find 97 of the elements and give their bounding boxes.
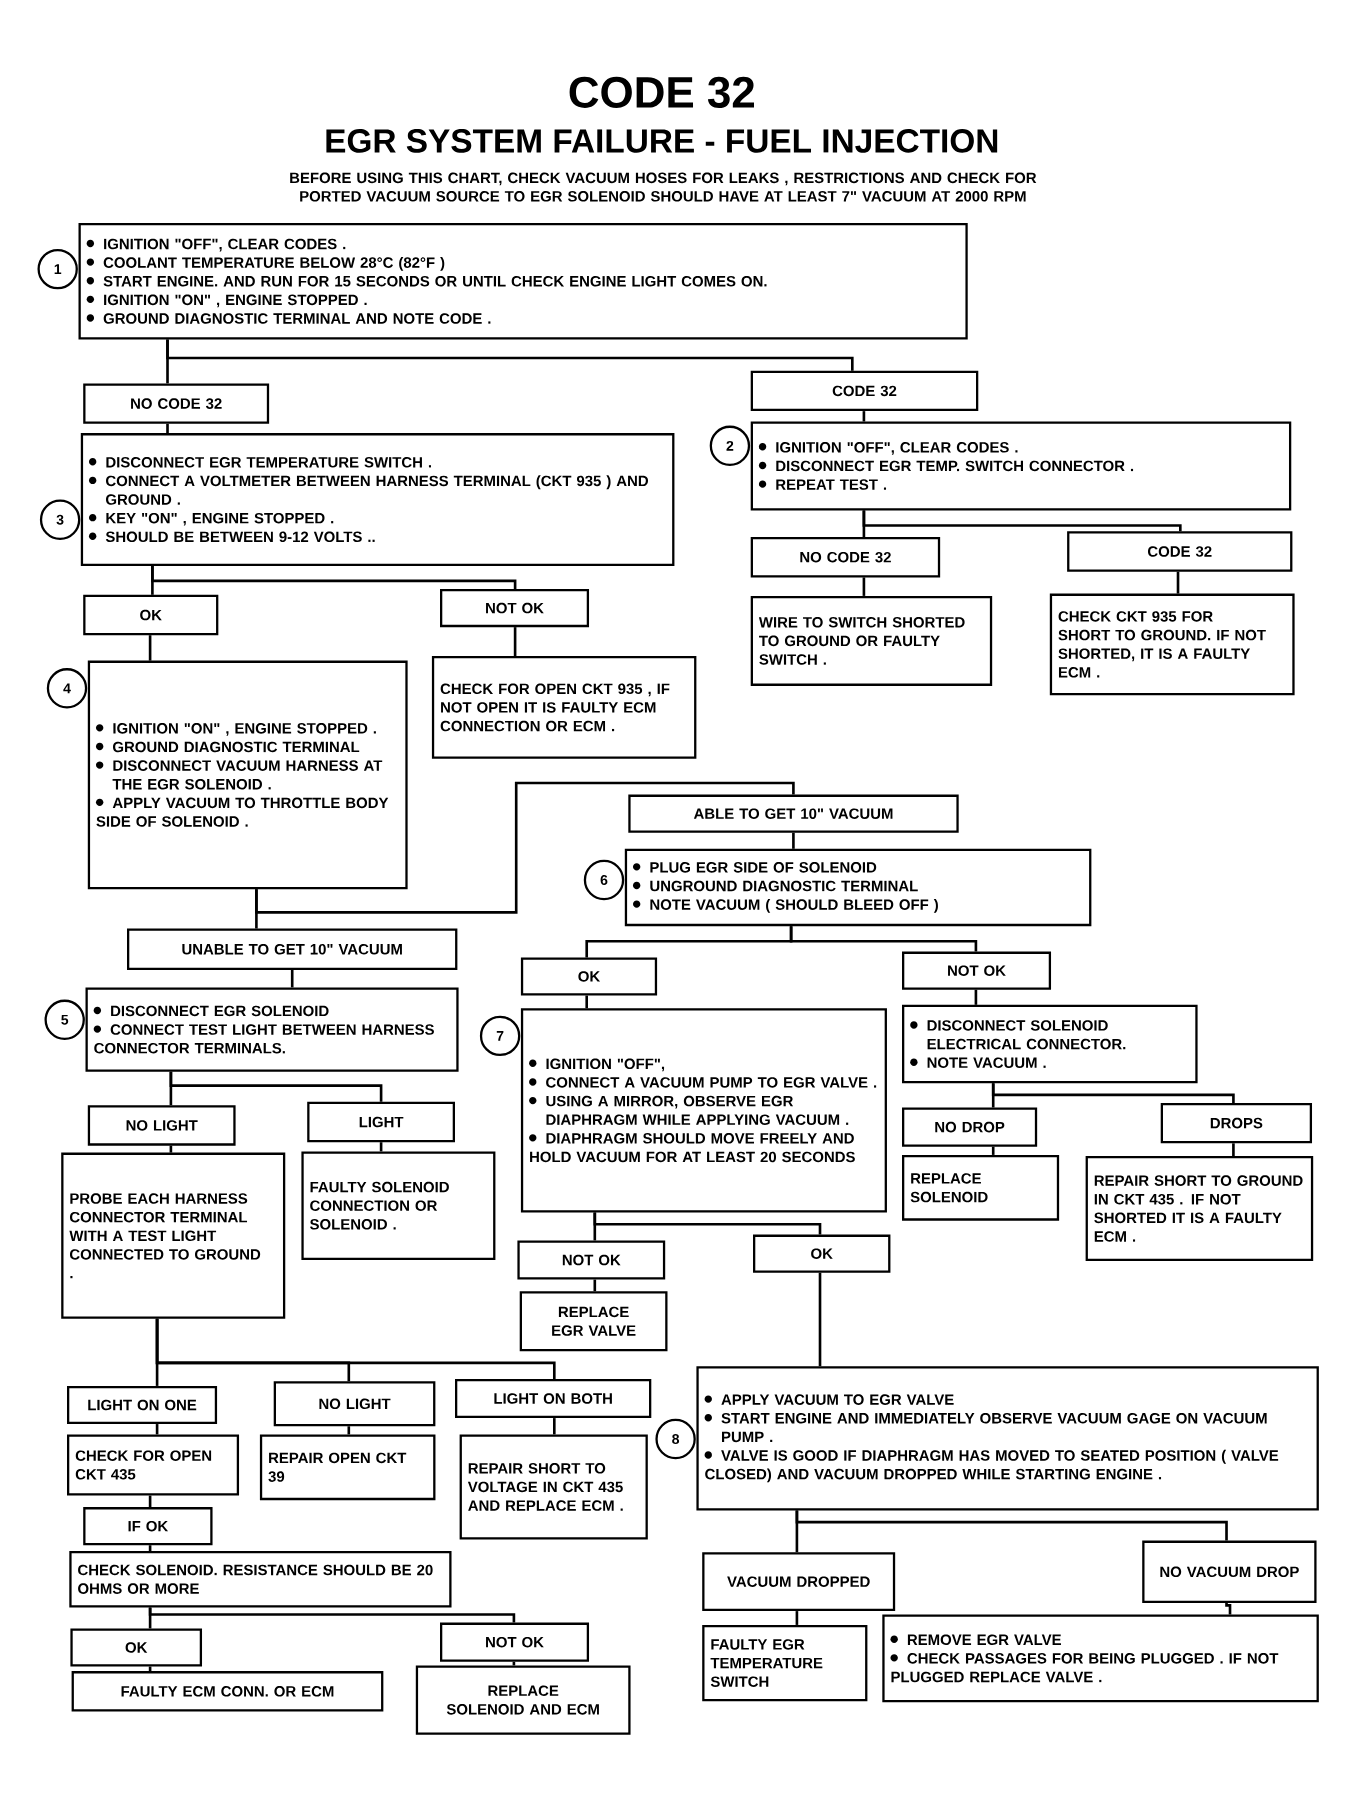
subtitle: EGR SYSTEM FAILURE - FUEL INJECTION xyxy=(326,129,998,153)
connector-line xyxy=(148,1495,152,1508)
connector-line xyxy=(151,565,517,589)
result-box: NO VACUUM DROP xyxy=(1142,1540,1317,1603)
connector-line xyxy=(1232,1143,1235,1156)
action-box: REPLACE SOLENOID xyxy=(902,1154,1060,1221)
result-box: LIGHT ON BOTH xyxy=(455,1378,652,1419)
connector-line xyxy=(512,1661,516,1666)
connector-line xyxy=(155,1318,556,1379)
result-box: LIGHT xyxy=(307,1101,455,1143)
connector-line xyxy=(792,832,795,849)
connector-line xyxy=(169,1071,383,1102)
connector-line xyxy=(148,1666,152,1672)
step-number: 7 xyxy=(479,1015,521,1057)
result-box: NO DROP xyxy=(902,1107,1038,1147)
connector-line xyxy=(255,889,258,929)
result-box: NOT OK xyxy=(517,1240,666,1280)
result-box: VACUUM DROPPED xyxy=(702,1552,896,1612)
action-box: REPAIR SHORT TO VOLTAGE IN CKT 435 AND REPLACE ECM . xyxy=(459,1434,648,1540)
step-number: 4 xyxy=(46,668,88,709)
result-box: FAULTY ECM CONN. OR ECM xyxy=(71,1671,384,1712)
result-box: UNABLE TO GET 10" VACUUM xyxy=(127,928,458,970)
result-box: LIGHT ON ONE xyxy=(67,1385,218,1425)
action-box: REPAIR SHORT TO GROUND IN CKT 435 . IF NOT SHORTED IT IS A FAULTY ECM . xyxy=(1085,1156,1314,1262)
step-number: 5 xyxy=(44,999,85,1041)
connector-line xyxy=(991,1083,1235,1103)
connector-line xyxy=(148,635,152,661)
result-box: NO CODE 32 xyxy=(750,537,941,578)
connector-line xyxy=(862,411,866,422)
connector-line xyxy=(166,339,854,371)
result-box: NO CODE 32 xyxy=(83,383,270,424)
connector-line xyxy=(148,1607,516,1623)
connector-line xyxy=(862,577,866,596)
step-number: 1 xyxy=(37,248,78,290)
step-number: 8 xyxy=(655,1418,696,1460)
step-number: 3 xyxy=(39,499,81,540)
connector-line xyxy=(593,1279,597,1292)
step-box: REMOVE EGR VALVE CHECK PASSAGES FOR BEING PLUGGED . IF NOT PLUGGED REPLACE VALVE . xyxy=(882,1614,1319,1703)
result-box: NOT OK xyxy=(902,951,1052,990)
connector-line xyxy=(593,1212,822,1235)
step-box: DISCONNECT EGR SOLENOID CONNECT TEST LIGHT BETWEEN HARNESS CONNECTOR TERMINALS. xyxy=(85,987,459,1072)
action-box: CHECK FOR OPEN CKT 435 xyxy=(67,1434,240,1496)
step-number: 2 xyxy=(709,425,751,466)
connector-line xyxy=(795,1611,799,1625)
result-box: OK xyxy=(753,1234,891,1273)
result-box: REPLACE SOLENOID AND ECM xyxy=(415,1665,631,1735)
connector-line xyxy=(1176,571,1180,594)
result-box: DROPS xyxy=(1160,1102,1313,1144)
result-box: CODE 32 xyxy=(750,370,979,412)
connector-line xyxy=(148,1545,152,1551)
connector-line xyxy=(169,1145,173,1153)
step-box: PLUG EGR SIDE OF SOLENOID UNGROUND DIAGNOSTIC TERMINAL NOTE VACUUM ( SHOULD BLEED OFF ) xyxy=(624,848,1092,927)
connector-line xyxy=(290,970,294,988)
action-box: WIRE TO SWITCH SHORTED TO GROUND OR FAULTY SWITCH . xyxy=(750,595,993,686)
connector-line xyxy=(991,1146,995,1155)
step-box: IGNITION "OFF", CLEAR CODES . DISCONNECT EGR TEMP. SWITCH CONNECTOR . REPEAT TEST . xyxy=(750,421,1292,511)
result-box: OK xyxy=(83,594,219,636)
title: CODE 32 xyxy=(569,76,754,108)
action-box: CHECK CKT 935 FOR SHORT TO GROUND. IF NOT SHORTED, IT IS A FAULTY ECM . xyxy=(1049,593,1295,696)
step-number: 6 xyxy=(583,859,625,901)
connector-line xyxy=(1225,1602,1232,1615)
step-box: IGNITION "OFF", CONNECT A VACUUM PUMP TO EGR VALVE . USING A MIRROR, OBSERVE EGR DIAPHRAGM WHILE APPLYING VACUUM . DIAPHRAGM SHOULD MOVE FREELY AND HOLD VACUUM FOR AT LEAST 20 SECONDS xyxy=(520,1008,887,1213)
action-box: CHECK FOR OPEN CKT 935 , IF NOT OPEN IT IS FAULTY ECM CONNECTION OR ECM . xyxy=(431,656,697,759)
connector-line xyxy=(552,1418,556,1435)
connector-line xyxy=(974,989,978,1005)
step-box: APPLY VACUUM TO EGR VALVE START ENGINE AND IMMEDIATELY OBSERVE VACUUM GAGE ON VACUUM PUMP . VALVE IS GOOD IF DIAPHRAGM HAS MOVED TO SEATED POSITION ( VALVE CLOSED) AND VACUUM DROPPED WHILE STARTING ENGINE . xyxy=(696,1366,1319,1511)
result-box: OK xyxy=(520,957,658,996)
result-box: NOT OK xyxy=(440,589,590,628)
result-box: NOT OK xyxy=(440,1622,590,1662)
connector-line xyxy=(347,1426,351,1435)
action-box: REPAIR OPEN CKT 39 xyxy=(259,1434,436,1501)
action-box: FAULTY SOLENOID CONNECTION OR SOLENOID . xyxy=(301,1151,496,1260)
connector-line xyxy=(513,627,517,656)
connector-line xyxy=(155,1424,159,1435)
action-box: CHECK SOLENOID. RESISTANCE SHOULD BE 20 OHMS OR MORE xyxy=(69,1551,452,1608)
result-box: NO LIGHT xyxy=(273,1381,436,1427)
result-box: ABLE TO GET 10" VACUUM xyxy=(628,794,959,833)
connector-line xyxy=(795,1510,1228,1541)
connector-line xyxy=(255,781,795,914)
step-box: DISCONNECT SOLENOID ELECTRICAL CONNECTOR. NOTE VACUUM . xyxy=(902,1004,1198,1084)
note-text: BEFORE USING THIS CHART, CHECK VACUUM HOSES FOR LEAKS , RESTRICTIONS AND CHECK FOR PORTED VACUUM SOURCE TO EGR SOLENOID SHOULD HAVE AT LEAST 7" VACUUM AT 2000 RPM xyxy=(290,172,1037,202)
result-box: CODE 32 xyxy=(1067,531,1293,572)
step-box: DISCONNECT EGR TEMPERATURE SWITCH . CONNECT A VOLTMETER BETWEEN HARNESS TERMINAL (CKT 935 ) AND GROUND . KEY "ON" , ENGINE STOPPED . SHOULD BE BETWEEN 9-12 VOLTS .. xyxy=(80,433,675,566)
action-box: FAULTY EGR TEMPERATURE SWITCH xyxy=(702,1624,868,1702)
connector-line xyxy=(379,1142,383,1152)
result-box: REPLACE EGR VALVE xyxy=(519,1291,668,1352)
connector-line xyxy=(818,1272,822,1367)
connector-line xyxy=(585,995,589,1009)
result-box: NO LIGHT xyxy=(87,1105,236,1146)
connector-line xyxy=(862,510,1182,532)
result-box: OK xyxy=(70,1628,203,1667)
step-box: IGNITION "ON" , ENGINE STOPPED . GROUND DIAGNOSTIC TERMINAL DISCONNECT VACUUM HARNESS AT THE EGR SOLENOID . APPLY VACUUM TO THROTTLE BODY SIDE OF SOLENOID . xyxy=(87,660,408,890)
action-box: PROBE EACH HARNESS CONNECTOR TERMINAL WITH A TEST LIGHT CONNECTED TO GROUND . xyxy=(61,1152,286,1319)
result-box: IF OK xyxy=(83,1507,213,1546)
connector-line xyxy=(789,926,978,952)
step-box: IGNITION "OFF", CLEAR CODES . COOLANT TEMPERATURE BELOW 28°C (82°F ) START ENGINE. AND RUN FOR 15 SECONDS OR UNTIL CHECK ENGINE LIGHT COMES ON. IGNITION "ON" , ENGINE STOPPED . GROUND DIAGNOSTIC TERMINAL AND NOTE CODE . xyxy=(78,222,968,340)
connector-line xyxy=(166,423,169,434)
